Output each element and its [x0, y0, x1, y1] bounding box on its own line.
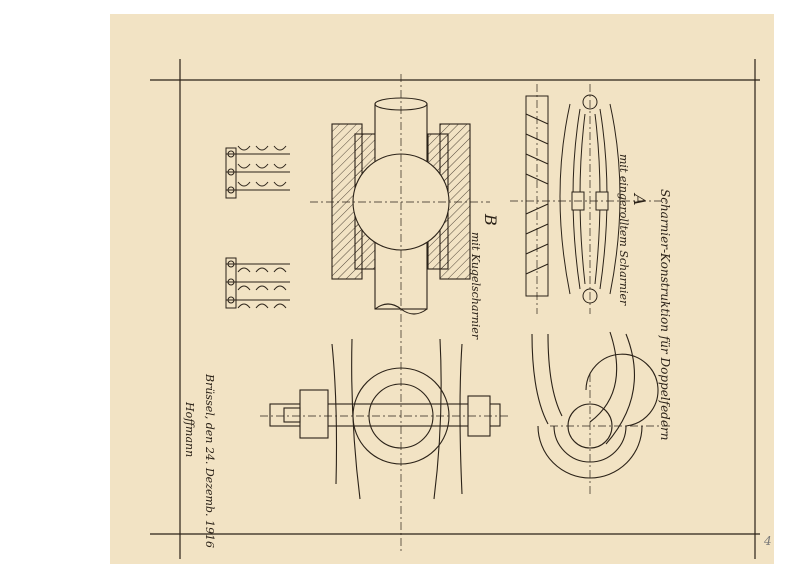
drawing-sheet: Scharnier-Konstruktion für Doppelfedern …: [110, 14, 774, 564]
leaf-spring-elevation: [510, 84, 670, 314]
section-a-letter: A: [630, 194, 649, 206]
border-frame: [150, 59, 760, 559]
technical-drawing: [150, 59, 760, 559]
rolled-hinge-elevation: [531, 331, 670, 494]
section-b-letter: B: [481, 214, 500, 226]
ball-hinge-section: [310, 74, 490, 554]
signature: Hoffmann: [183, 402, 196, 458]
hinge-detail-upper: [225, 145, 290, 199]
section-a-caption: mit eingerolltem Scharnier: [617, 154, 630, 306]
section-b-caption: mit Kugelscharnier: [469, 232, 482, 340]
date-line: Brüssel, den 24. Dezemb. 1916: [203, 374, 216, 548]
hinge-detail-lower: [225, 257, 290, 309]
corner-mark: 4: [764, 534, 772, 548]
sheet-title: Scharnier-Konstruktion für Doppelfedern: [658, 189, 672, 441]
ball-hinge-elevation: [260, 338, 510, 500]
